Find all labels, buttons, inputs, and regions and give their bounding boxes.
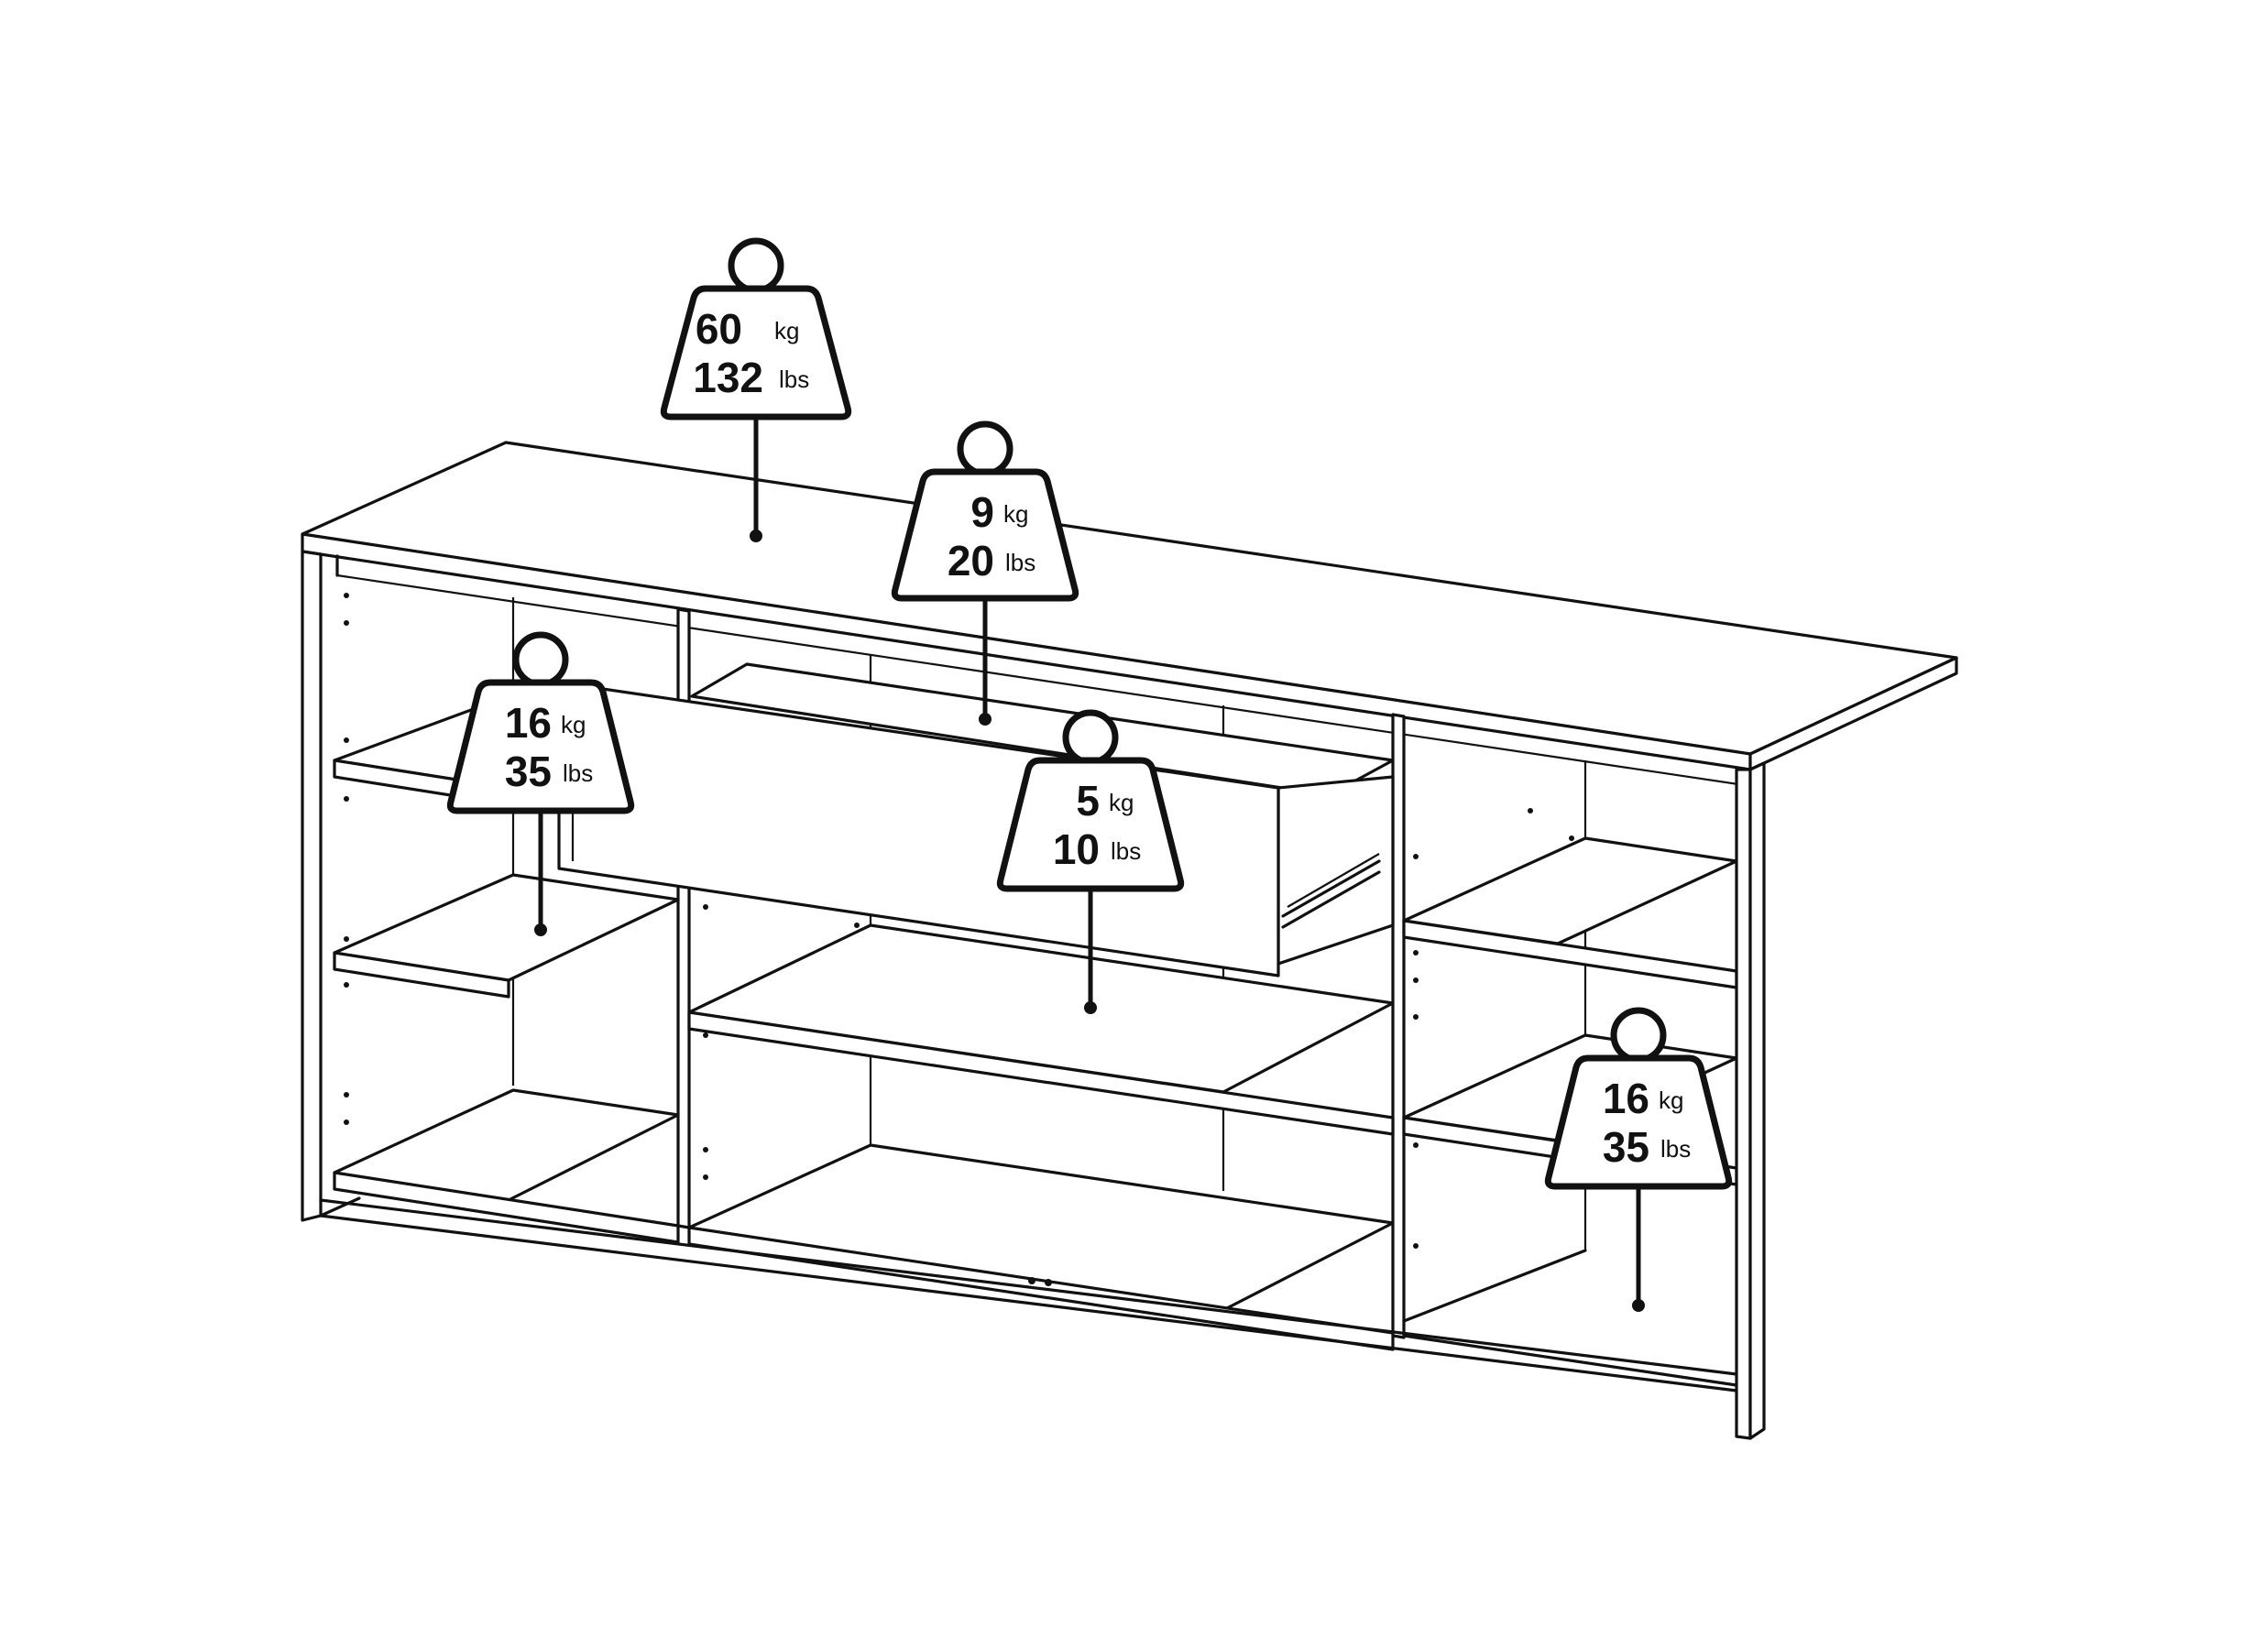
weight-hook-icon [728, 237, 784, 294]
weight-icon [996, 757, 1185, 892]
weight-tag-left-shelf: 16 kg 35 lbs [446, 631, 635, 936]
weight-icon [446, 679, 635, 814]
weight-center-kg-unit: kg [1109, 789, 1134, 816]
top-board [301, 441, 1958, 771]
weight-icon [660, 285, 852, 420]
center-shelves [687, 923, 1395, 1351]
weight-right-kg-unit: kg [1659, 1087, 1683, 1114]
weight-icon [891, 468, 1079, 602]
weight-drawer-lbs-value: 20 [948, 537, 994, 584]
weight-tag-right-shelf: 16 kg 35 lbs [1544, 1007, 1733, 1312]
weight-top-kg-value: 60 [696, 305, 742, 353]
weight-center-lbs-unit: lbs [1111, 837, 1141, 865]
weight-tag-center-shelf: 5 kg 10 lbs [996, 709, 1185, 1014]
weight-right-kg-value: 16 [1603, 1075, 1649, 1122]
weight-left-kg-unit: kg [561, 711, 586, 738]
weight-right-lbs-unit: lbs [1660, 1135, 1691, 1163]
weight-hook-icon [1610, 1007, 1667, 1064]
weight-drawer-kg-unit: kg [1003, 500, 1028, 528]
weight-right-lbs-value: 35 [1603, 1123, 1649, 1171]
left-side-panel [301, 550, 361, 1222]
weight-left-lbs-unit: lbs [563, 759, 593, 787]
weight-left-kg-value: 16 [505, 699, 552, 747]
weight-hook-icon [512, 631, 569, 688]
weight-hook-icon [1062, 709, 1119, 766]
weight-center-kg-value: 5 [1076, 777, 1100, 824]
weight-top-kg-unit: kg [774, 317, 799, 344]
right-divider [1391, 713, 1406, 1339]
weight-icon [1544, 1054, 1733, 1190]
weight-top-lbs-value: 132 [693, 354, 763, 401]
shelf-pin-holes [344, 593, 1574, 1286]
weight-hook-icon [957, 420, 1013, 477]
sideboard-illustration [301, 441, 1958, 1440]
weight-center-lbs-value: 10 [1053, 825, 1100, 873]
weight-drawer-kg-value: 9 [970, 488, 994, 536]
weight-drawer-lbs-unit: lbs [1005, 549, 1035, 576]
right-side-panel [1735, 761, 1766, 1440]
weight-top-lbs-unit: lbs [779, 366, 809, 393]
weight-left-lbs-value: 35 [505, 748, 552, 795]
weight-tag-drawer-top: 9 kg 20 lbs [891, 420, 1079, 726]
weight-tag-top: 60 kg 132 lbs [660, 237, 852, 542]
bottom-plinth [319, 1198, 1738, 1392]
